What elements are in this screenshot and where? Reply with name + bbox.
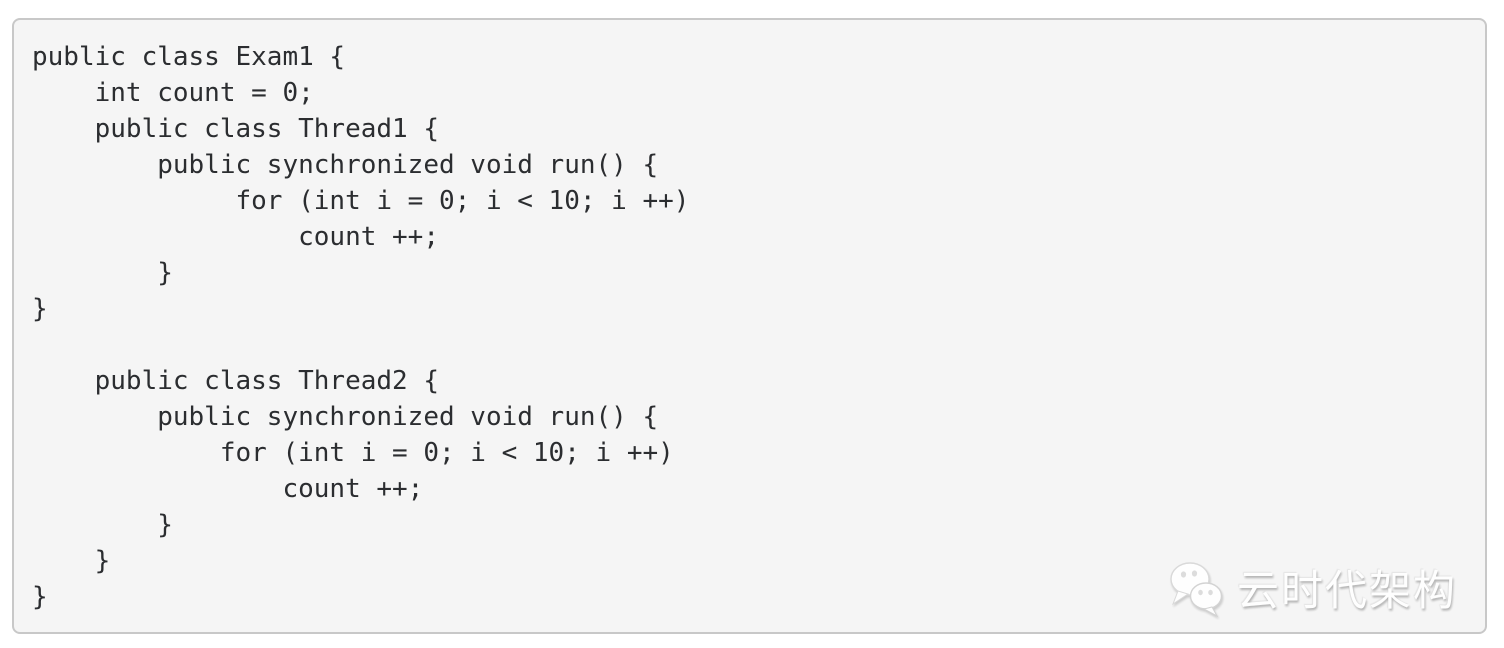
code-block-container: public class Exam1 { int count = 0; publ… xyxy=(12,18,1487,634)
code-block: public class Exam1 { int count = 0; publ… xyxy=(32,42,690,612)
